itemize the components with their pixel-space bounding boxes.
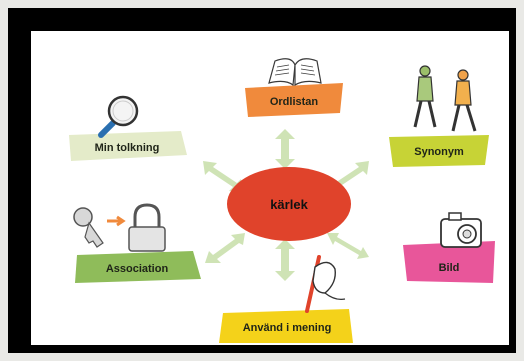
ordlistan-label: Ordlistan <box>270 96 319 108</box>
outer-black-frame: kärlek Ordlistan Min tolkning <box>8 8 516 353</box>
ordlistan-box <box>245 83 343 117</box>
walking-people-icon <box>413 65 477 132</box>
bild-box <box>403 241 495 283</box>
arrow-to-anvand-i-mening <box>275 239 295 281</box>
min-tolkning-box <box>69 131 187 161</box>
arrow-to-association <box>205 233 245 263</box>
synonym-label: Synonym <box>414 146 464 158</box>
node-anvand-i-mening: Använd i mening <box>219 255 353 343</box>
node-ordlistan: Ordlistan <box>245 58 343 117</box>
min-tolkning-label: Min tolkning <box>95 142 160 154</box>
bild-label: Bild <box>439 262 460 274</box>
key-and-padlock-icon <box>73 203 166 252</box>
arrow-to-ordlistan <box>275 129 295 169</box>
center-ellipse <box>227 167 351 241</box>
center-node: kärlek <box>227 167 351 241</box>
association-label: Association <box>106 263 169 275</box>
node-min-tolkning: Min tolkning <box>69 95 187 161</box>
node-synonym: Synonym <box>389 65 489 167</box>
center-label: kärlek <box>270 197 308 212</box>
node-bild: Bild <box>403 212 495 283</box>
anvand-i-mening-label: Använd i mening <box>243 322 332 334</box>
camera-icon <box>440 212 482 248</box>
anvand-i-mening-box <box>219 309 353 343</box>
word-map-diagram: kärlek Ordlistan Min tolkning <box>69 58 495 343</box>
node-association: Association <box>73 203 201 283</box>
synonym-box <box>389 135 489 167</box>
association-box <box>75 251 201 283</box>
arrow-to-bild <box>327 233 369 259</box>
writing-hand-icon <box>305 255 346 313</box>
diagram-canvas: kärlek Ordlistan Min tolkning <box>28 28 512 348</box>
open-book-icon <box>268 58 322 87</box>
magnifying-glass-icon <box>98 95 139 138</box>
arrow-to-min-tolkning <box>203 161 243 193</box>
